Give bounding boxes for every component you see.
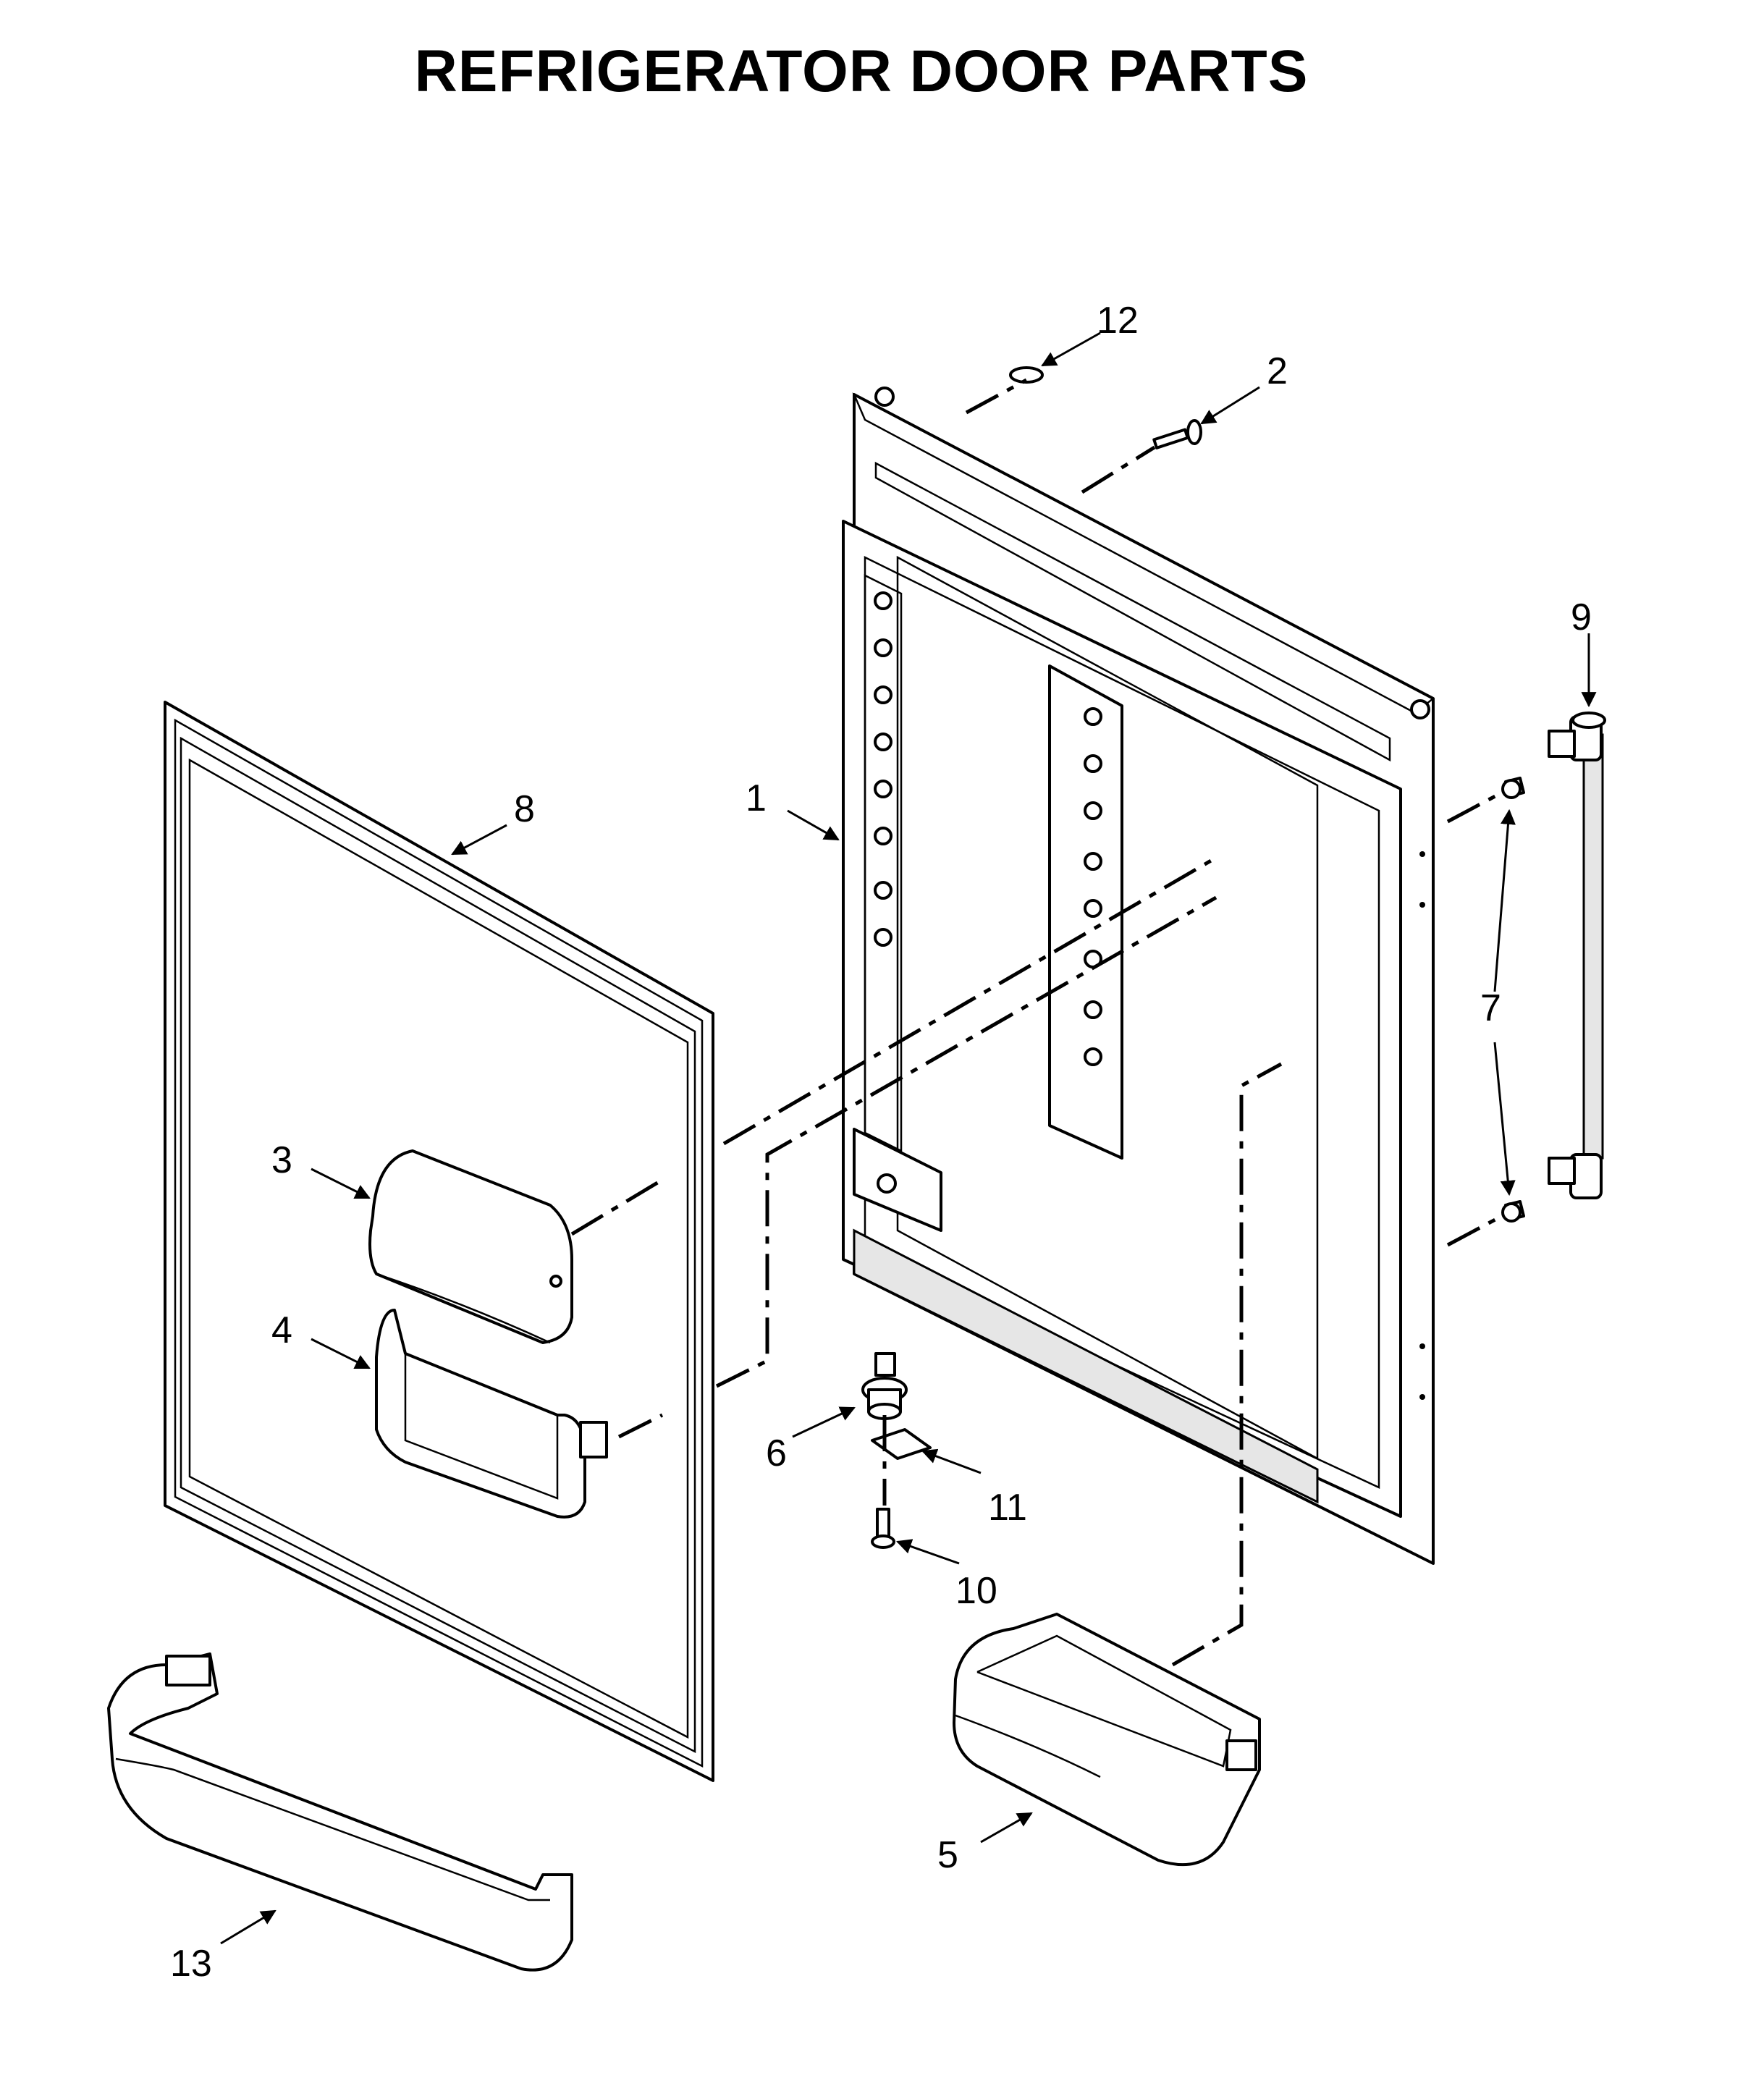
callout-12: 12	[1097, 300, 1139, 342]
callout-11: 11	[988, 1487, 1027, 1529]
callout-4: 4	[271, 1309, 292, 1351]
door-bin	[107, 1652, 573, 1972]
diagram-title: REFRIGERATOR DOOR PARTS	[414, 38, 1309, 104]
shim-plate	[871, 1428, 932, 1460]
callout-leaders	[220, 332, 1597, 1945]
callout-6: 6	[766, 1432, 787, 1474]
callout-5: 5	[937, 1834, 958, 1876]
callout-8: 8	[514, 788, 535, 830]
plug-part	[1009, 366, 1044, 384]
callout-2: 2	[1267, 350, 1288, 392]
dairy-cover	[368, 1149, 573, 1344]
assembly-lines	[570, 378, 1503, 1667]
shelf-bin	[953, 1613, 1261, 1867]
shelf-bosses-center	[1084, 707, 1102, 1066]
hinge-pin	[861, 1352, 908, 1420]
handle-studs	[1501, 777, 1525, 1223]
door-liner	[842, 387, 1435, 1565]
bottom-screw	[871, 1508, 895, 1549]
door-handle	[1548, 712, 1606, 1199]
hinge-screw	[1152, 419, 1202, 449]
shelf-bosses-left	[874, 591, 892, 947]
callout-3: 3	[271, 1139, 292, 1181]
callout-1: 1	[746, 777, 767, 819]
callout-7: 7	[1480, 987, 1501, 1029]
callout-13: 13	[170, 1943, 212, 1985]
callout-10: 10	[955, 1570, 997, 1612]
callout-9: 9	[1571, 596, 1592, 638]
dairy-bin	[375, 1309, 608, 1519]
